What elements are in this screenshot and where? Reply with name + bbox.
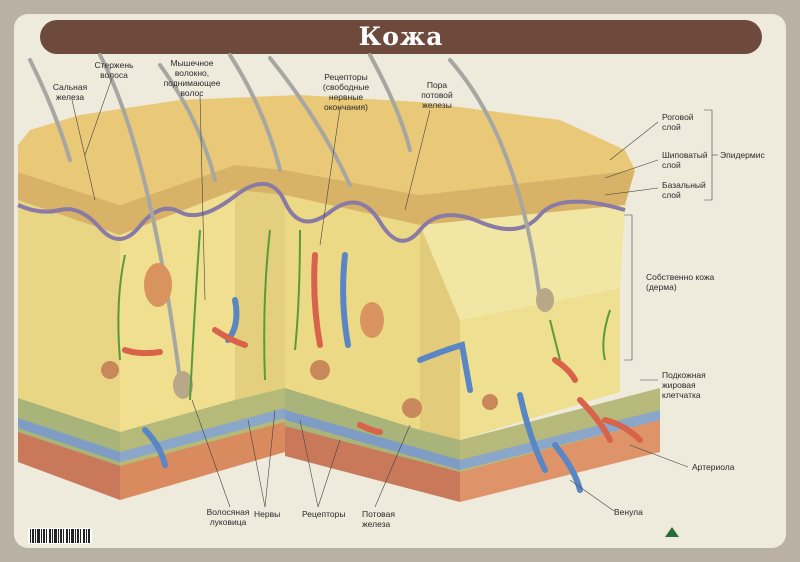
label-muscle-fiber: Мышечное волокно, поднимающее волос <box>163 58 221 98</box>
hair-shafts <box>28 53 542 382</box>
label-dermis: Собственно кожа (дерма) <box>646 272 715 292</box>
label-receptors-bottom: Рецепторы <box>302 509 346 519</box>
label-nerves: Нервы <box>254 509 281 519</box>
leader-lines <box>71 77 718 512</box>
label-epidermis: Эпидермис <box>720 150 765 160</box>
poster-title: Кожа <box>358 22 444 51</box>
nerves-illustration <box>117 229 611 401</box>
sebaceous-glands <box>144 263 384 338</box>
label-stratum-spinosum: Шиповатый слой <box>662 150 708 170</box>
label-receptors-top: Рецепторы (свободные нервные окончания) <box>322 72 370 112</box>
label-hair-bulb: Волосяная луковица <box>206 507 250 527</box>
title-bar: Кожа <box>40 20 762 54</box>
hypodermis-layer <box>18 385 660 472</box>
barcode-icon <box>28 528 92 544</box>
hair-bulbs <box>173 288 554 399</box>
imprint-block-2 <box>736 527 780 547</box>
label-sebaceous-gland: Сальная железа <box>52 82 88 102</box>
label-venule: Венула <box>614 507 643 517</box>
publisher-logo-icon <box>665 527 679 537</box>
label-sweat-pore: Пора потовой железы <box>421 80 453 110</box>
imprint-block-1 <box>686 527 733 547</box>
label-arteriole: Артериола <box>692 462 735 472</box>
label-stratum-corneum: Роговой слой <box>662 112 694 132</box>
label-stratum-basale: Базальный слой <box>662 180 706 200</box>
label-hair-shaft: Стержень волоса <box>94 60 134 80</box>
label-sweat-gland: Потовая железа <box>362 509 395 529</box>
label-hypodermis: Подкожная жировая клетчатка <box>662 370 706 400</box>
skin-surface <box>18 95 635 205</box>
sweat-glands <box>101 360 498 418</box>
arteries <box>122 252 643 443</box>
